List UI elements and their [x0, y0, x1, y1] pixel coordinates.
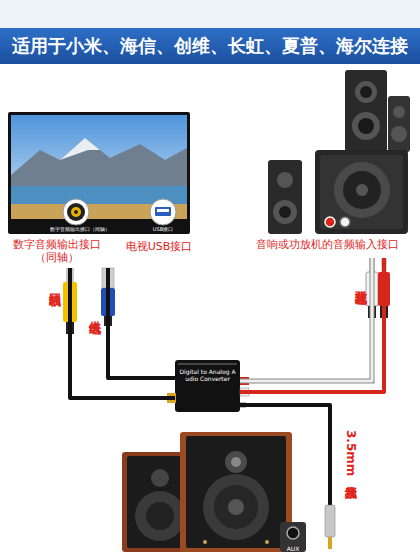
illustration-shape — [67, 203, 85, 221]
illustration-shape — [228, 499, 244, 515]
illustration-shape — [225, 451, 247, 473]
cable-connector — [70, 268, 175, 398]
illustration-shape — [268, 160, 302, 234]
small-label: 数字音频输出接口（同轴） — [50, 226, 102, 232]
illustration-shape — [325, 505, 335, 537]
illustration-shape — [393, 106, 405, 118]
tv-illustration — [8, 112, 190, 234]
illustration-shape — [287, 527, 299, 539]
illustration-shape — [11, 138, 187, 186]
illustration-shape — [345, 70, 387, 152]
illustration-shape — [277, 172, 293, 188]
speaker-system-illustration — [268, 70, 410, 234]
cable-line — [70, 268, 175, 398]
illustration-shape — [66, 322, 74, 334]
illustration-shape — [340, 217, 350, 227]
cable-outline — [240, 258, 372, 381]
illustration-shape — [320, 155, 403, 229]
node-text: 数字音频输出接口（同轴） — [5, 238, 109, 264]
illustration-shape — [104, 316, 112, 326]
small-label: USB接口 — [148, 226, 178, 232]
bottom-speakers-illustration — [122, 432, 306, 552]
illustration-shape — [102, 268, 114, 288]
illustration-shape — [240, 388, 249, 396]
illustration-shape — [63, 282, 77, 322]
illustration-shape — [334, 162, 390, 218]
illustration-shape — [186, 436, 286, 548]
cable-line — [108, 268, 175, 378]
illustration-shape — [391, 126, 407, 142]
illustration-shape — [178, 363, 237, 365]
illustration-shape — [315, 150, 408, 234]
illustration-shape — [328, 537, 332, 549]
illustration-shape — [175, 360, 240, 412]
cable-line — [240, 258, 372, 381]
illustration-shape — [203, 474, 269, 540]
converter-box: Digital to Analog Audio Converter — [175, 360, 240, 412]
illustration-shape — [8, 112, 190, 234]
illustration-shape — [325, 217, 335, 227]
bottom-speakers-node: AUX — [115, 425, 340, 558]
cable-plugs — [63, 258, 390, 549]
illustration-shape — [146, 502, 174, 530]
illustration-shape — [358, 118, 374, 134]
illustration-shape — [343, 171, 381, 209]
illustration-shape — [356, 184, 368, 196]
top-strip — [0, 0, 420, 28]
illustration-shape — [63, 199, 89, 225]
title-text: 适用于小米、海信、创维、长虹、夏普、海尔连接 — [0, 28, 420, 64]
illustration-shape — [366, 272, 378, 306]
illustration-shape — [369, 258, 375, 272]
cable-connector — [240, 405, 330, 425]
node-text: 电视USB接口 — [113, 240, 205, 253]
illustration-shape — [74, 210, 78, 214]
illustration-shape — [265, 540, 269, 544]
illustration-shape — [380, 306, 388, 318]
illustration-shape — [155, 207, 171, 216]
illustration-shape — [151, 469, 169, 487]
cable-line — [240, 405, 330, 425]
illustration-shape — [71, 207, 81, 217]
illustration-shape — [328, 425, 332, 510]
cable-connector — [108, 268, 175, 378]
illustration-shape — [214, 485, 258, 529]
illustration-shape — [279, 206, 291, 218]
illustration-shape — [167, 393, 176, 403]
illustration-shape — [180, 432, 292, 552]
illustration-shape — [101, 288, 115, 316]
cable-connector — [240, 258, 384, 392]
node-text: 音响或功放机的音频输入接口 — [238, 238, 416, 251]
illustration-shape — [388, 96, 410, 152]
illustration-shape — [157, 209, 169, 212]
node-text: AUX — [280, 545, 306, 552]
illustration-shape — [381, 258, 387, 272]
node-text: Digital to Analog Audio Converter — [179, 368, 236, 382]
cable-label: 3.5mm音频线 — [342, 430, 359, 476]
illustration-shape — [231, 457, 241, 467]
illustration-shape — [273, 200, 297, 224]
illustration-shape — [240, 402, 246, 408]
title-band — [0, 28, 420, 64]
illustration-shape — [368, 306, 376, 318]
tv-node: 数字音频输出接口（同轴） 电视USB接口 — [5, 108, 205, 268]
speaker-system-node: 音响或功放机的音频输入接口 — [238, 68, 416, 258]
illustration-shape — [352, 112, 380, 140]
illustration-shape — [203, 540, 207, 544]
illustration-shape — [280, 522, 306, 552]
illustration-shape — [150, 199, 176, 225]
illustration-shape — [66, 268, 74, 282]
illustration-shape — [60, 138, 100, 160]
converter-illustration — [167, 360, 249, 412]
illustration-shape — [240, 377, 249, 385]
illustration-shape — [360, 86, 372, 98]
illustration-shape — [355, 81, 377, 103]
illustration-shape — [135, 491, 185, 541]
illustration-shape — [378, 272, 390, 306]
cable-line — [240, 258, 384, 392]
